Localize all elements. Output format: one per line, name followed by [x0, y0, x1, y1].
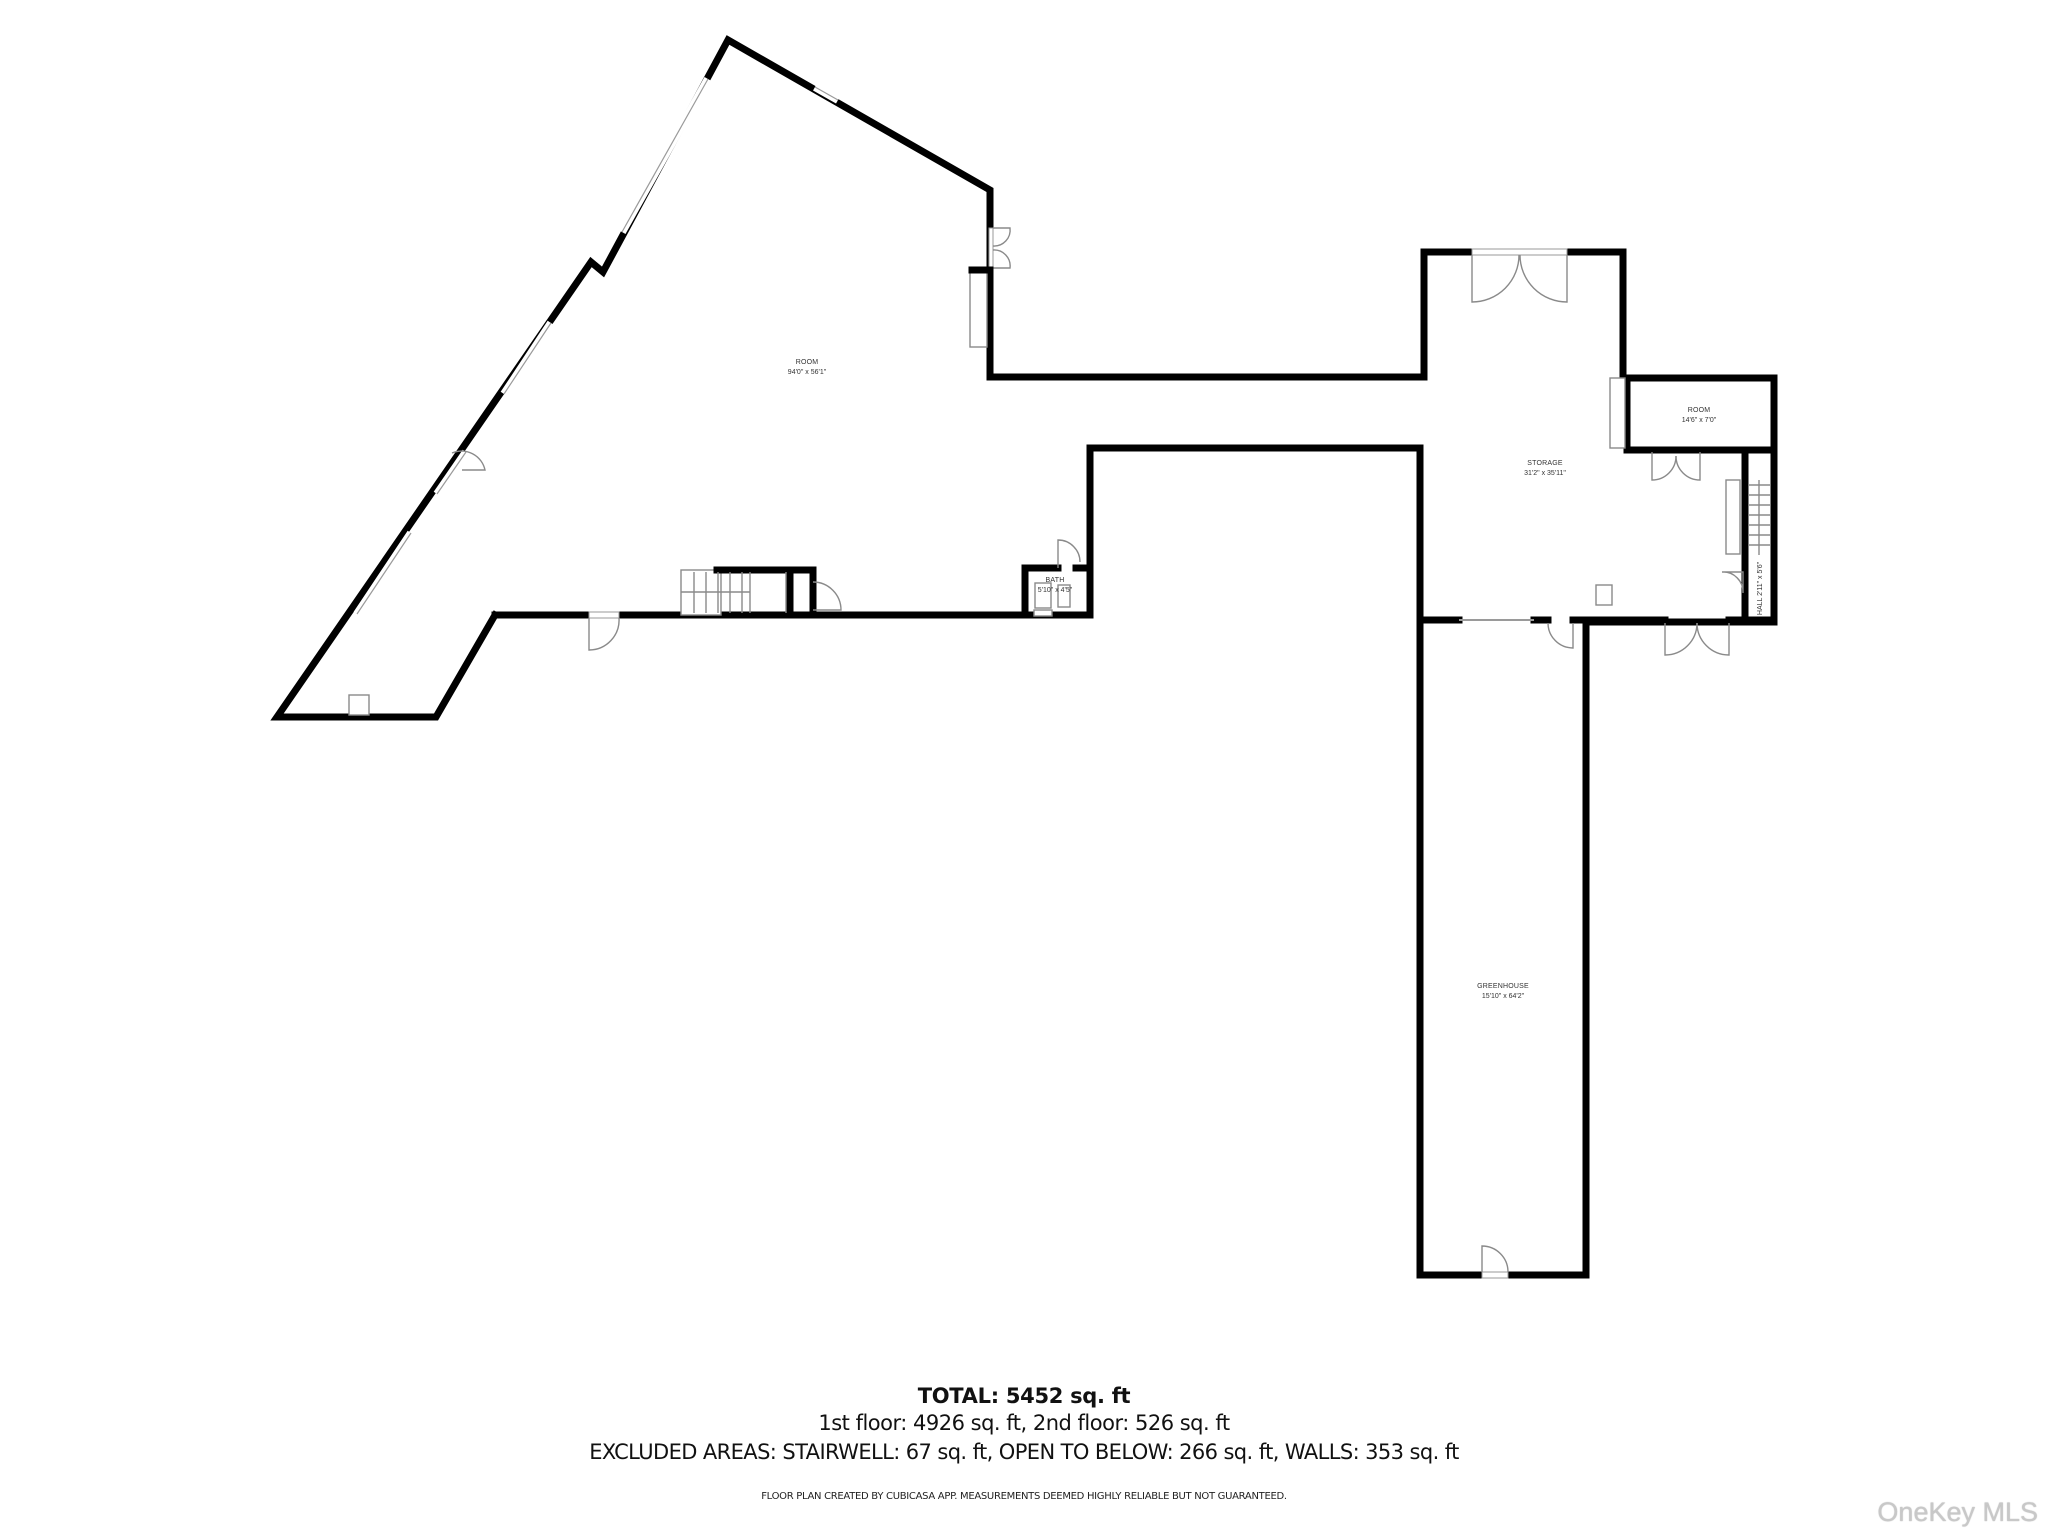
windows — [348, 77, 840, 716]
doors — [588, 227, 1770, 1279]
room-dimensions: 31'2" x 35'11" — [1524, 470, 1566, 477]
room-dimensions: 15'10" x 64'2" — [1481, 993, 1525, 1000]
room-label-small-room: ROOM 14'6" x 7'0" — [1682, 406, 1717, 426]
room-name: GREENHOUSE — [1477, 983, 1529, 990]
disclaimer: FLOOR PLAN CREATED BY CUBICASA APP. MEAS… — [761, 1491, 1287, 1502]
watermark-logo: OneKey MLS — [1877, 1497, 2038, 1527]
room-name: BATH — [1045, 577, 1065, 584]
room-label-hall: HALL 2'11" x 5'6" — [1756, 562, 1765, 615]
room-name: ROOM — [795, 359, 819, 366]
stairwell-main — [680, 566, 842, 619]
room-label-storage: STORAGE 31'2" x 35'11" — [1524, 459, 1566, 479]
room-name: ROOM — [1687, 407, 1711, 414]
room-dimensions: 5'10" x 4'5" — [1037, 587, 1073, 594]
room-name: HALL — [1757, 597, 1765, 616]
total-area: TOTAL: 5452 sq. ft — [917, 1384, 1131, 1408]
exterior-walls — [270, 35, 1778, 1279]
room-label-greenhouse: GREENHOUSE 15'10" x 64'2" — [1477, 982, 1529, 1002]
room-dimensions: 14'6" x 7'0" — [1681, 417, 1717, 424]
room-label-bath: BATH 5'10" x 4'5" — [1038, 576, 1073, 596]
excluded-areas: EXCLUDED AREAS: STAIRWELL: 67 sq. ft, OP… — [589, 1440, 1459, 1464]
floor-areas: 1st floor: 4926 sq. ft, 2nd floor: 526 s… — [818, 1411, 1230, 1435]
bath-walls — [1021, 539, 1091, 619]
room-dimensions: 94'0" x 56'1" — [787, 369, 827, 376]
room-name: STORAGE — [1527, 460, 1563, 467]
small-room-walls — [1623, 374, 1778, 624]
room-dimensions: 2'11" x 5'6" — [1757, 561, 1765, 596]
room-label-main: ROOM 94'0" x 56'1" — [788, 358, 826, 378]
